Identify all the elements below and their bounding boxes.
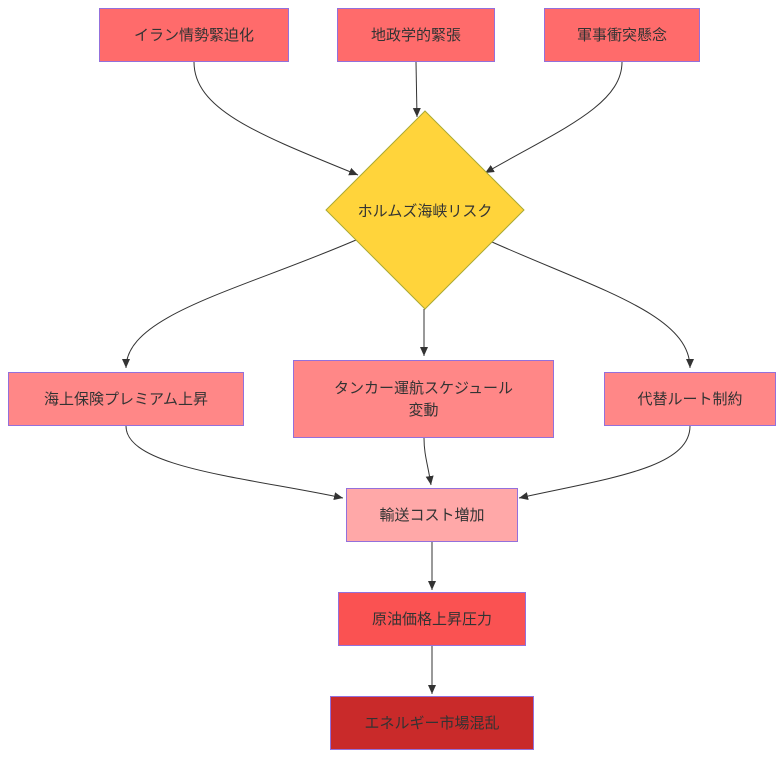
node-iran: イラン情勢緊迫化 [99, 8, 289, 62]
node-geopolitics-label: 地政学的緊張 [370, 26, 461, 44]
node-iran-label: イラン情勢緊迫化 [133, 26, 254, 44]
edge-iran-to-hormuz [193, 61, 359, 176]
node-insurance-label: 海上保険プレミアム上昇 [44, 390, 208, 408]
edge-hormuz-to-route [491, 241, 694, 369]
node-tanker-label: タンカー運航スケジュール 変動 [334, 379, 513, 419]
edge-insurance-to-transport [125, 425, 344, 501]
node-transport: 輸送コスト増加 [346, 488, 518, 542]
edge-route-to-transport [518, 425, 691, 500]
node-crude-label: 原油価格上昇圧力 [371, 610, 492, 628]
node-crude: 原油価格上昇圧力 [338, 592, 526, 646]
node-military: 軍事衝突懸念 [544, 8, 700, 62]
node-military-label: 軍事衝突懸念 [576, 26, 667, 44]
decision-diamond-shape [325, 110, 525, 310]
edge-hormuz-to-insurance [122, 239, 357, 369]
node-geopolitics: 地政学的緊張 [337, 8, 495, 62]
node-insurance: 海上保険プレミアム上昇 [8, 372, 244, 426]
node-route-label: 代替ルート制約 [637, 390, 743, 408]
edge-geopolitics-to-hormuz [412, 61, 421, 118]
node-transport-label: 輸送コスト増加 [379, 506, 485, 524]
node-energy-label: エネルギー市場混乱 [364, 714, 500, 732]
node-route: 代替ルート制約 [604, 372, 776, 426]
node-energy: エネルギー市場混乱 [330, 696, 534, 750]
node-tanker: タンカー運航スケジュール 変動 [293, 360, 554, 438]
node-hormuz: ホルムズ海峡リスク [325, 110, 525, 310]
edge-tanker-to-transport [423, 437, 434, 486]
edge-military-to-hormuz [484, 61, 623, 174]
node-hormuz-label: ホルムズ海峡リスク [357, 201, 493, 220]
